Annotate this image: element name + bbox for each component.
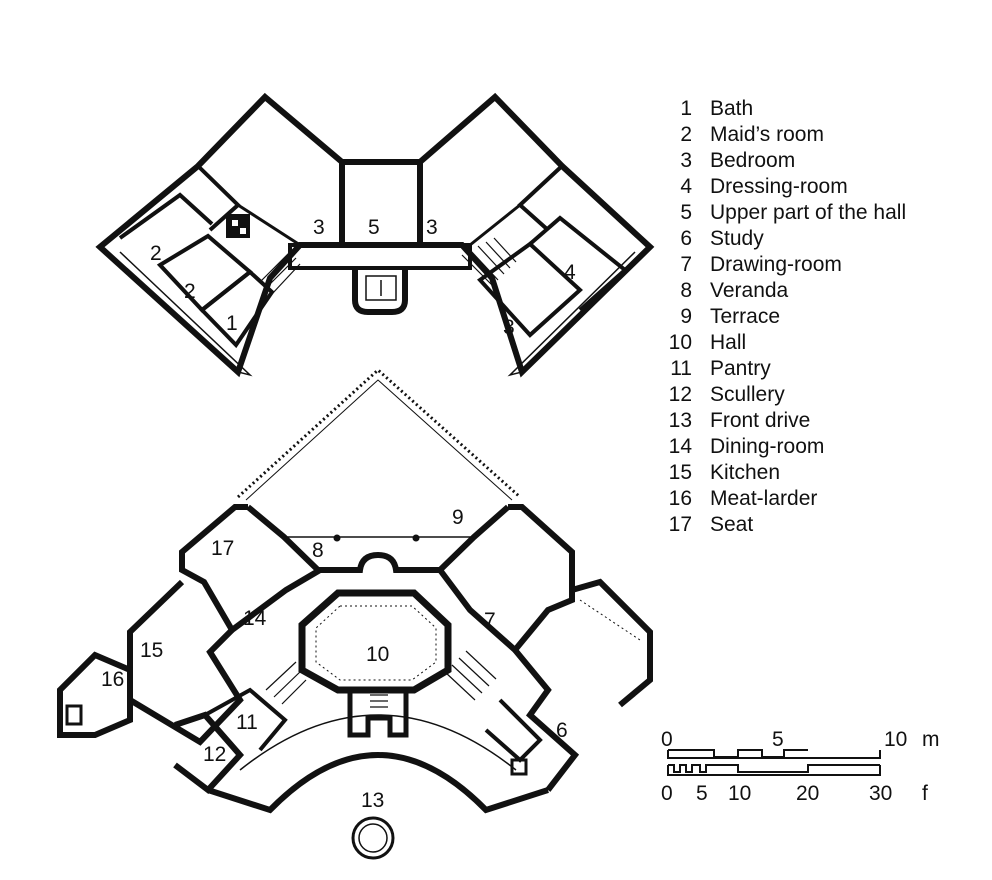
legend-item: 11 Pantry — [662, 356, 906, 382]
room-label-2b: 2 — [184, 280, 196, 303]
room-label-3c: 3 — [503, 316, 515, 339]
ground-floor-plan — [57, 367, 653, 860]
room-label-3a: 3 — [313, 216, 325, 239]
legend-number: 7 — [680, 253, 692, 276]
room-label-15: 15 — [140, 639, 163, 662]
front-drive-circle — [351, 816, 395, 860]
legend-number: 13 — [668, 409, 692, 432]
legend-label: Front drive — [710, 409, 811, 432]
room-labels: 1 2 2 3 3 3 4 5 6 7 8 9 10 11 12 13 14 1… — [101, 216, 576, 812]
room-label-7: 7 — [484, 609, 496, 632]
room-label-12: 12 — [203, 743, 226, 766]
legend-number: 12 — [668, 383, 692, 406]
legend-label: Scullery — [710, 383, 785, 406]
room-label-5: 5 — [368, 216, 380, 239]
legend-item: 4 Dressing-room — [662, 174, 906, 200]
room-label-10: 10 — [366, 643, 389, 666]
legend-label: Upper part of the hall — [710, 201, 907, 224]
legend-number: 2 — [680, 123, 692, 146]
legend-item: 7 Drawing-room — [662, 252, 906, 278]
legend-number: 4 — [680, 175, 692, 198]
legend-number: 6 — [680, 227, 692, 250]
scale-bar: 0 5 10 m 0 5 10 20 30 f — [661, 728, 940, 805]
legend-number: 3 — [680, 149, 692, 172]
legend-number: 8 — [680, 279, 692, 302]
legend-number: 17 — [668, 513, 692, 536]
legend-label: Pantry — [710, 357, 771, 380]
upper-floor-plan — [95, 92, 655, 378]
legend-number: 5 — [680, 201, 692, 224]
legend-label: Maid’s room — [710, 123, 824, 146]
scale-imperial-20: 20 — [796, 782, 819, 805]
legend-number: 15 — [668, 461, 692, 484]
legend-item: 12 Scullery — [662, 382, 906, 408]
room-label-16: 16 — [101, 668, 124, 691]
room-label-1: 1 — [226, 312, 238, 335]
legend-item: 9 Terrace — [662, 304, 906, 330]
scale-metric-unit: m — [922, 728, 940, 751]
scale-imperial-unit: f — [922, 782, 928, 805]
legend-item: 15 Kitchen — [662, 460, 906, 486]
legend-item: 14 Dining-room — [662, 434, 906, 460]
legend-item: 13 Front drive — [662, 408, 906, 434]
legend-label: Hall — [710, 331, 747, 354]
legend-label: Kitchen — [710, 461, 781, 484]
room-label-3b: 3 — [426, 216, 438, 239]
scale-imperial-0: 0 — [661, 782, 673, 805]
legend-label: Study — [710, 227, 764, 250]
room-legend: 1 Bath 2 Maid’s room 3 Bedroom 4 Dressing-ro… — [662, 96, 906, 538]
legend-label: Meat-larder — [710, 487, 818, 510]
legend-item: 8 Veranda — [662, 278, 906, 304]
legend-item: 3 Bedroom — [662, 148, 906, 174]
scale-imperial-10: 10 — [728, 782, 751, 805]
legend-label: Terrace — [710, 305, 781, 328]
legend-item: 10 Hall — [662, 330, 906, 356]
legend-label: Veranda — [710, 279, 789, 302]
room-label-4: 4 — [564, 261, 576, 284]
scale-metric-0: 0 — [661, 728, 673, 751]
legend-label: Dressing-room — [710, 175, 848, 198]
room-label-9: 9 — [452, 506, 464, 529]
legend-label: Dining-room — [710, 435, 825, 458]
legend-label: Bath — [710, 97, 754, 120]
legend-label: Drawing-room — [710, 253, 842, 276]
legend-item: 2 Maid’s room — [662, 122, 906, 148]
legend-number: 16 — [668, 487, 692, 510]
legend-item: 6 Study — [662, 226, 906, 252]
scale-imperial-5: 5 — [696, 782, 708, 805]
room-label-8: 8 — [312, 539, 324, 562]
room-label-2a: 2 — [150, 242, 162, 265]
scale-metric-5: 5 — [772, 728, 784, 751]
scale-imperial-30: 30 — [869, 782, 892, 805]
legend-number: 14 — [668, 435, 692, 458]
legend-item: 17 Seat — [662, 512, 906, 538]
legend-number: 11 — [670, 357, 692, 380]
legend-item: 1 Bath — [662, 96, 906, 122]
room-label-13: 13 — [361, 789, 384, 812]
scale-metric-10: 10 — [884, 728, 907, 751]
legend-label: Seat — [710, 513, 754, 536]
legend-number: 10 — [668, 331, 692, 354]
legend-number: 1 — [680, 97, 692, 120]
legend-item: 5 Upper part of the hall — [662, 200, 906, 226]
room-label-6: 6 — [556, 719, 568, 742]
room-label-11: 11 — [236, 711, 258, 734]
legend-label: Bedroom — [710, 149, 796, 172]
room-label-17: 17 — [211, 537, 234, 560]
room-label-14: 14 — [243, 607, 267, 630]
legend-item: 16 Meat-larder — [662, 486, 906, 512]
legend-number: 9 — [680, 305, 692, 328]
